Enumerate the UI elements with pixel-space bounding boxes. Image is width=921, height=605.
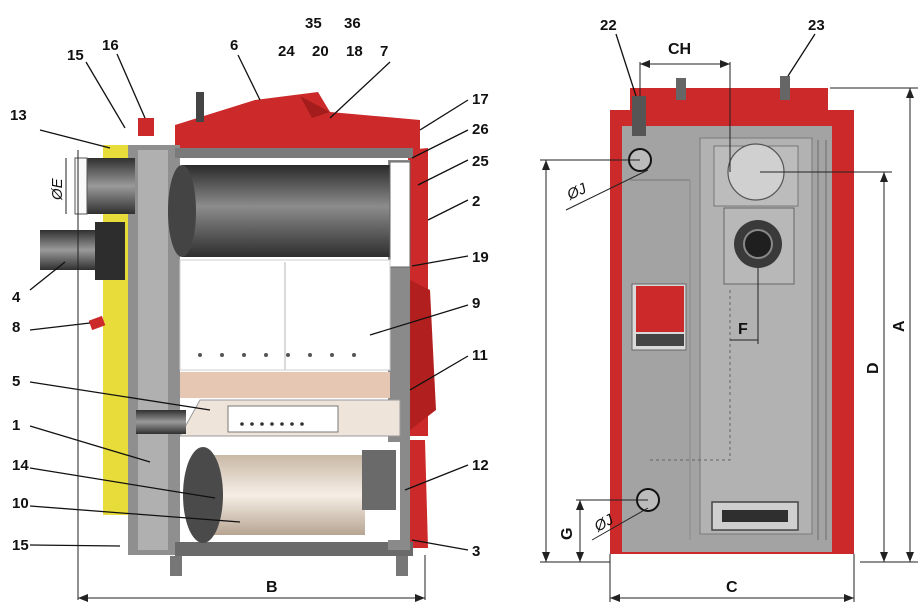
air-vent-pipe [632, 96, 646, 136]
dimension-f: F [738, 321, 748, 338]
label-13: 13 [10, 107, 27, 124]
left-leader-lines [29, 53, 469, 551]
left-cutaway-view [40, 92, 436, 576]
dimension-a: A [891, 320, 908, 332]
upper-heat-exchanger [182, 165, 392, 257]
label-35: 35 [305, 15, 322, 32]
label-10: 10 [12, 495, 29, 512]
burner-connector-inner [743, 229, 773, 259]
flow-fitting [676, 78, 686, 100]
label-4: 4 [12, 289, 21, 306]
label-15-bottom: 15 [12, 537, 29, 554]
dimension-c: C [726, 579, 738, 596]
label-18: 18 [346, 43, 363, 60]
ash-tray [205, 455, 365, 535]
exchanger-end-cap [168, 165, 196, 257]
dimension-e: ØE [49, 177, 66, 201]
label-23: 23 [808, 17, 825, 34]
nozzle-holes [240, 422, 304, 426]
label-11: 11 [472, 347, 488, 364]
label-3: 3 [472, 543, 480, 560]
label-14: 14 [12, 457, 29, 474]
leg-right [396, 556, 408, 576]
top-plate [175, 148, 413, 158]
rear-wall-inner [138, 150, 168, 550]
burner-nozzle [40, 230, 100, 270]
label-36: 36 [344, 15, 361, 32]
label-15-top: 15 [67, 47, 84, 64]
label-22: 22 [600, 17, 617, 34]
bottom-plate [175, 542, 413, 556]
air-holes-row [198, 353, 356, 357]
refractory-grate [180, 372, 390, 398]
label-26: 26 [472, 121, 489, 138]
top-red-lid [630, 88, 828, 120]
right-rear-view [610, 76, 854, 554]
burner-flange [95, 222, 125, 280]
label-9: 9 [472, 295, 480, 312]
nozzle-slot [227, 405, 339, 433]
top-cover [175, 92, 420, 150]
label-5: 5 [12, 373, 20, 390]
label-2: 2 [472, 193, 480, 210]
label-16: 16 [102, 37, 119, 54]
right-leader-lines [615, 33, 816, 97]
dimension-g: G [559, 528, 576, 540]
door-bulge [410, 280, 436, 430]
grille-slot [722, 510, 788, 522]
dimension-b: B [266, 579, 278, 596]
label-25: 25 [472, 153, 489, 170]
label-12: 12 [472, 457, 489, 474]
leg-left [170, 556, 182, 576]
dimension-ch: CH [668, 41, 691, 58]
ash-tray-end [183, 447, 223, 543]
cleaning-door [389, 161, 411, 268]
cover-shadow [300, 96, 330, 118]
label-17: 17 [472, 91, 489, 108]
control-box-red [636, 286, 684, 332]
top-handle [196, 92, 204, 122]
left-dimensions: B ØE [49, 150, 426, 602]
dimension-d: D [865, 362, 882, 374]
ash-door-handle [362, 450, 396, 510]
label-1: 1 [12, 417, 20, 434]
left-part-labels: 15 16 13 6 35 36 24 20 18 7 17 26 25 2 1… [10, 15, 489, 560]
insulation-lower [103, 295, 128, 515]
right-part-labels: 22 23 [600, 17, 825, 34]
label-6: 6 [230, 37, 238, 54]
label-7: 7 [380, 43, 388, 60]
return-fitting [780, 76, 790, 100]
secondary-air-tube [136, 410, 186, 434]
label-19: 19 [472, 249, 489, 266]
label-8: 8 [12, 319, 20, 336]
label-24: 24 [278, 43, 295, 60]
safety-plug [138, 118, 154, 136]
thermostat-knob [88, 315, 106, 331]
flue-opening [74, 157, 88, 215]
control-box-base [636, 334, 684, 346]
label-20: 20 [312, 43, 329, 60]
